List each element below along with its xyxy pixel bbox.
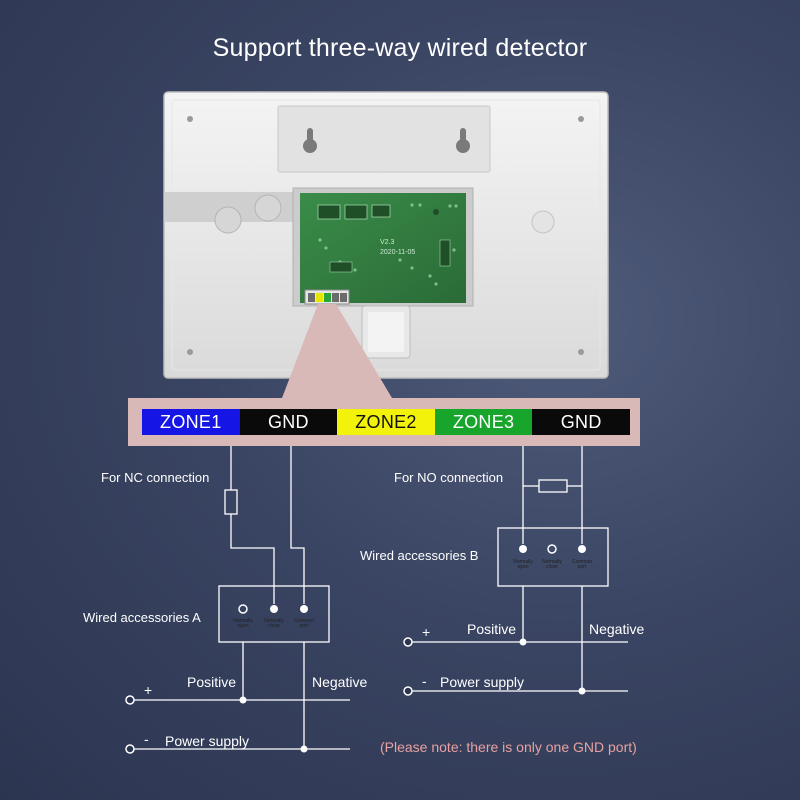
zone-terminals: ZONE1 GND ZONE2 ZONE3 GND xyxy=(142,409,630,435)
right-positive-label: Positive xyxy=(467,621,517,637)
accessory-b-pin-open: Normally open xyxy=(513,559,533,570)
terminal-gnd-2: GND xyxy=(532,409,630,435)
left-accessory-pins xyxy=(238,604,308,614)
right-negative-label: Negative xyxy=(589,621,645,637)
nc-connection-label: For NC connection xyxy=(101,470,210,485)
left-plus-sign: + xyxy=(144,682,153,698)
accessory-a-pin-common: Common port xyxy=(293,618,315,629)
keyhole-left-icon xyxy=(303,128,317,153)
right-circuit-wires xyxy=(410,436,628,692)
accessory-a-label: Wired accessories A xyxy=(83,610,201,625)
left-power-supply-label: Power supply xyxy=(165,733,250,749)
right-plus-sign: + xyxy=(422,624,431,640)
right-accessory-pins xyxy=(519,544,586,554)
terminal-gnd-1: GND xyxy=(239,409,338,435)
highlight-callout xyxy=(282,304,392,398)
right-power-terminals xyxy=(403,637,586,696)
terminal-zone2: ZONE2 xyxy=(337,409,435,435)
right-minus-sign: - xyxy=(422,673,427,689)
left-negative-label: Negative xyxy=(312,674,368,690)
right-power-supply-label: Power supply xyxy=(440,674,525,690)
left-positive-label: Positive xyxy=(187,674,237,690)
terminal-zone3: ZONE3 xyxy=(434,409,533,435)
accessory-b-pin-close: Normally close xyxy=(542,559,562,570)
board-date: 2020-11-05 xyxy=(380,249,415,256)
accessory-b-label: Wired accessories B xyxy=(360,548,479,563)
no-connection-label: For NO connection xyxy=(394,470,504,485)
accessory-a-pin-close: Normally close xyxy=(264,618,284,629)
board-version: V2.3 xyxy=(380,239,395,246)
accessory-a-pin-open: Normally open xyxy=(233,618,253,629)
left-power-terminals xyxy=(125,695,308,754)
gnd-note: (Please note: there is only one GND port… xyxy=(380,739,637,755)
device-back-panel xyxy=(163,91,609,379)
left-minus-sign: - xyxy=(144,731,149,747)
terminal-zone1: ZONE1 xyxy=(142,409,240,435)
keyhole-right-icon xyxy=(456,128,470,153)
accessory-b-pin-common: Common port xyxy=(571,559,593,570)
page-title: Support three-way wired detector xyxy=(212,34,588,62)
